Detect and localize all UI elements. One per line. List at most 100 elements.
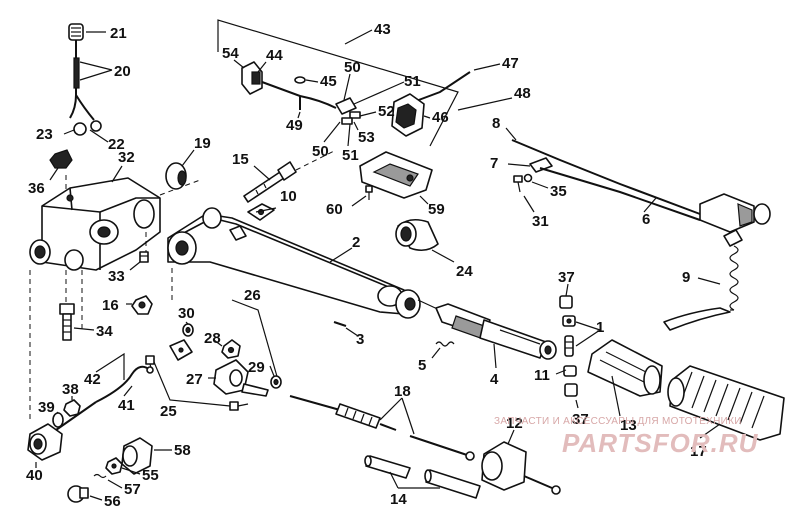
leader-31 — [523, 195, 535, 213]
part-33-bolt — [139, 251, 149, 263]
callout-26: 26 — [244, 287, 261, 304]
part-40-switch — [27, 401, 97, 461]
part-2-tiller-arm — [167, 207, 421, 319]
group-43-bracket — [217, 19, 459, 147]
leader-48 — [457, 97, 513, 111]
leader-9 — [697, 277, 721, 285]
callout-33: 33 — [108, 268, 125, 285]
leader-37a — [565, 283, 569, 297]
callout-41: 41 — [118, 397, 135, 414]
callout-20: 20 — [114, 63, 131, 80]
callout-39: 39 — [38, 399, 55, 416]
callout-50a: 50 — [344, 59, 361, 76]
watermark-brand: PARTSFOR.RU — [562, 428, 759, 458]
callout-60: 60 — [326, 201, 343, 218]
leader-4 — [493, 343, 497, 369]
part-14-rod-b — [424, 469, 481, 499]
part-6-switch — [699, 193, 771, 233]
leader-20b — [79, 69, 113, 81]
callout-23: 23 — [36, 126, 53, 143]
callout-3: 3 — [356, 331, 364, 348]
leader-12 — [507, 429, 515, 445]
leader-57 — [107, 479, 123, 489]
part-45-grommet — [294, 76, 306, 84]
leader-6 — [643, 197, 657, 213]
part-41-cable — [95, 365, 151, 403]
watermark-tagline: ЗАПЧАСТИ И АКСЕССУАРЫ ДЛЯ МОТОТЕХНИКИ — [494, 416, 742, 427]
callout-55: 55 — [142, 467, 159, 484]
leader-18b — [401, 397, 415, 435]
leader-47 — [473, 63, 501, 71]
leader-45 — [305, 79, 319, 83]
callout-54: 54 — [222, 45, 239, 62]
part-35-washer — [523, 173, 533, 183]
leader-59 — [419, 195, 429, 205]
leader-54 — [233, 59, 245, 69]
part-8-cable — [511, 139, 701, 215]
leader-3 — [345, 327, 359, 337]
part-4-throttle-shaft — [417, 299, 557, 360]
callout-29: 29 — [248, 359, 265, 376]
part-13-throttle-grip — [587, 339, 663, 397]
leader-18a — [379, 397, 403, 421]
callout-36: 36 — [28, 180, 45, 197]
assembly-line-7 — [295, 149, 337, 171]
callout-48: 48 — [514, 85, 531, 102]
callout-12: 12 — [506, 415, 523, 432]
leader-7 — [507, 163, 531, 167]
leader-37b — [575, 399, 579, 409]
leader-14a — [389, 471, 399, 489]
part-27-pivot — [213, 359, 269, 397]
part-22-clip — [73, 57, 80, 89]
leader-33 — [129, 261, 141, 271]
part-24-bushing — [395, 218, 439, 252]
leader-39 — [55, 411, 59, 415]
part-37-bottom — [564, 383, 578, 397]
callout-51b: 51 — [342, 147, 359, 164]
callout-45: 45 — [320, 73, 337, 90]
leader-41 — [123, 385, 133, 397]
part-23-nut — [73, 122, 87, 136]
leader-22 — [89, 129, 109, 143]
callout-18: 18 — [394, 383, 411, 400]
leader-24 — [431, 249, 455, 263]
leader-34 — [73, 327, 95, 331]
group-26-bracket — [231, 299, 279, 381]
part-52-terminal — [341, 111, 361, 125]
callout-8: 8 — [492, 115, 500, 132]
callout-11: 11 — [534, 367, 550, 384]
callout-31: 31 — [532, 213, 549, 230]
callout-53: 53 — [358, 129, 375, 146]
leader-52 — [359, 111, 377, 117]
part-14-rod-a — [364, 455, 411, 479]
callout-58: 58 — [174, 442, 191, 459]
leader-51b — [347, 123, 351, 147]
leader-53 — [353, 121, 359, 131]
callout-34: 34 — [96, 323, 113, 340]
leader-29 — [269, 365, 275, 377]
leader-55 — [121, 467, 141, 475]
leader-23 — [63, 129, 75, 135]
part-46-coil — [391, 93, 425, 137]
callout-57: 57 — [124, 481, 141, 498]
callout-56: 56 — [104, 493, 121, 510]
leader-15 — [253, 165, 271, 181]
callout-40: 40 — [26, 467, 43, 484]
callout-59: 59 — [428, 201, 445, 218]
leader-1a — [575, 321, 601, 331]
callout-30: 30 — [178, 305, 195, 322]
callout-47: 47 — [502, 55, 519, 72]
callout-13: 13 — [620, 417, 637, 434]
part-15-bolt — [243, 161, 297, 203]
callout-35: 35 — [550, 183, 567, 200]
part-18-cable-b — [409, 435, 475, 461]
leader-32 — [111, 165, 123, 183]
part-5-spring — [435, 341, 455, 347]
callout-5: 5 — [418, 357, 426, 374]
callout-7: 7 — [490, 155, 498, 172]
callout-44: 44 — [266, 47, 283, 64]
callout-46: 46 — [432, 109, 449, 126]
callout-52: 52 — [378, 103, 395, 120]
leader-2 — [329, 247, 353, 263]
